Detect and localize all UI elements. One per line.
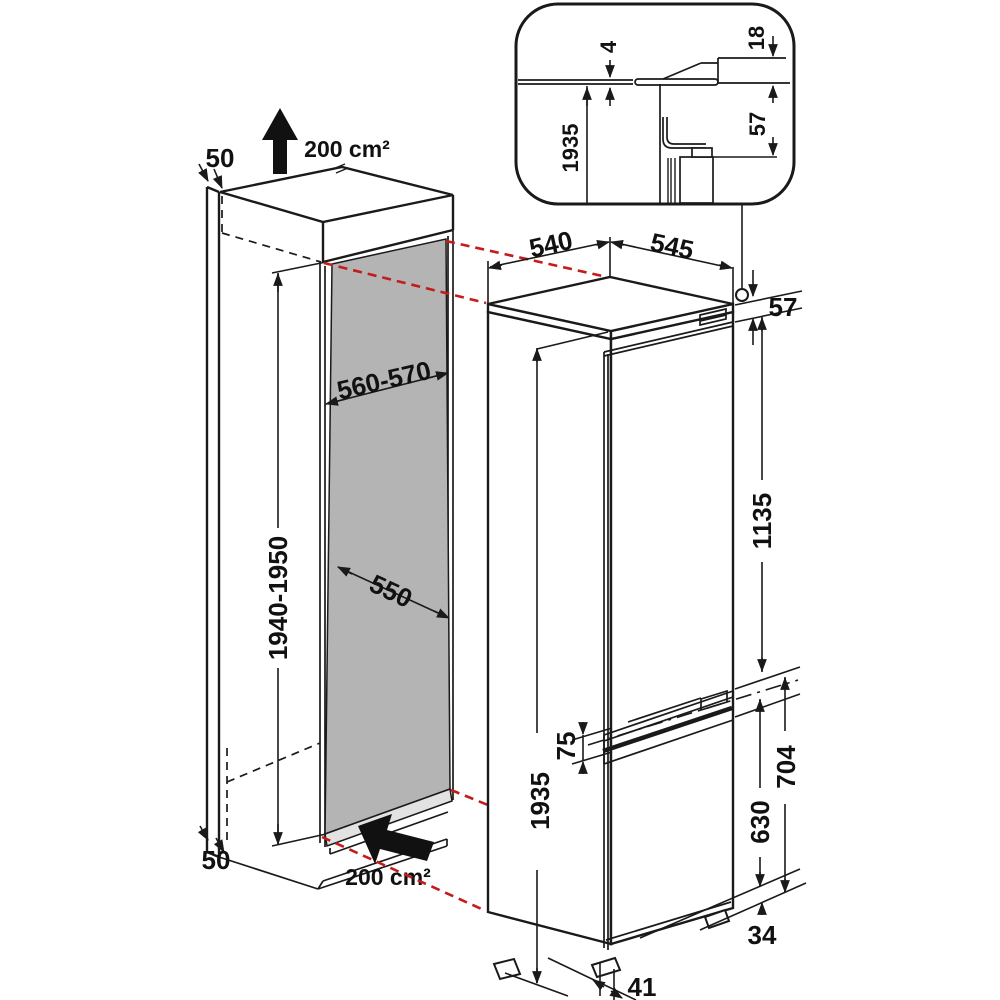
dim-foot-inset: 41 — [628, 972, 657, 1000]
dim-plinth-offset: 34 — [748, 920, 777, 950]
dim-inset-top-gap: 4 — [596, 40, 621, 53]
dim-appliance-width: 540 — [526, 225, 575, 264]
airflow-up-arrow — [262, 108, 298, 174]
label-vent-area-bottom: 200 cm² — [345, 864, 431, 890]
dim-fridge-door-height: 1135 — [747, 493, 777, 549]
dim-freezer-door-height: 630 — [745, 800, 775, 843]
dim-niche-height: 1940-1950 — [263, 536, 293, 660]
detail-marker-circle — [735, 288, 749, 302]
dim-inset-worktop-overhang: 18 — [744, 26, 769, 50]
appliance-drawing: 540 545 57 1135 75 1935 630 704 34 41 — [486, 184, 807, 1000]
airflow-in-arrow — [358, 814, 434, 864]
dim-inset-height-ref: 1935 — [558, 124, 583, 173]
dim-niche-side-gap-top: 50 — [206, 143, 235, 173]
dim-door-gap: 75 — [551, 732, 581, 761]
dim-niche-side-gap-bottom: 50 — [202, 845, 231, 875]
dim-appliance-height: 1935 — [525, 772, 555, 830]
detail-inset: 4 18 57 1935 — [514, 2, 796, 206]
dim-inset-top-clearance: 57 — [745, 112, 770, 136]
label-vent-area-top: 200 cm² — [304, 136, 390, 162]
dim-appliance-top-clearance: 57 — [769, 292, 798, 322]
niche-drawing: 50 200 cm² 560-570 550 1940-1950 50 200 … — [197, 108, 455, 890]
dim-freezer-section-height: 704 — [771, 745, 801, 789]
dim-appliance-depth: 545 — [648, 227, 697, 265]
